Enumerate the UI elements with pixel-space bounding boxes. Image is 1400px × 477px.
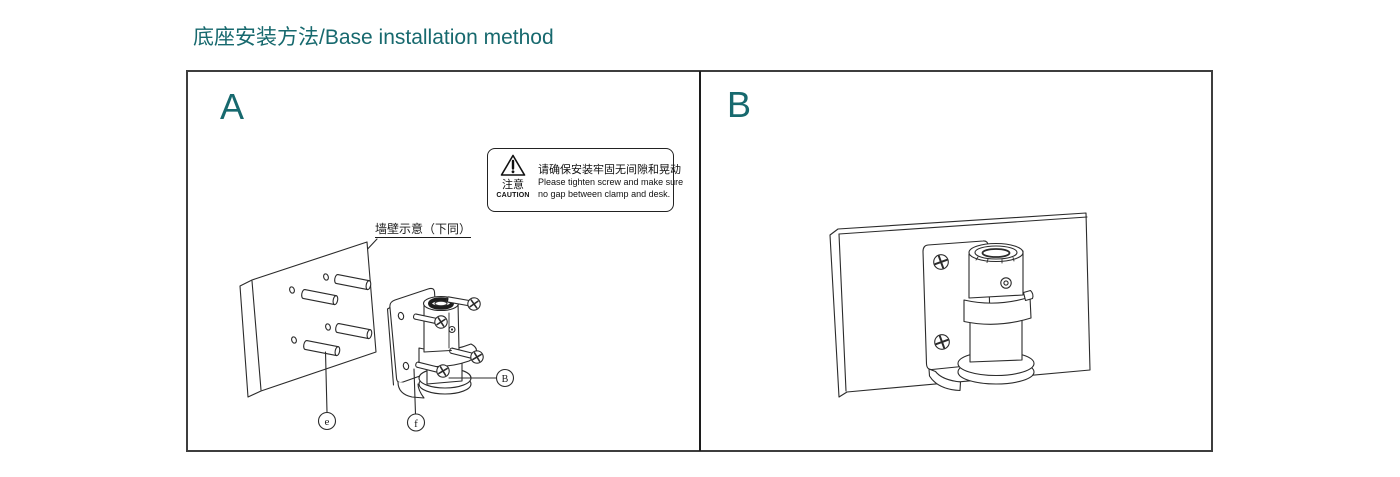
callout-b-letter: B: [502, 374, 509, 385]
callout-e-letter: e: [325, 416, 330, 428]
caution-icon-column: 注意 CAUTION: [495, 154, 531, 208]
callout-e: e: [317, 351, 337, 431]
callout-f: f: [406, 368, 426, 432]
wall-note: 墙壁示意（下同）: [375, 222, 472, 238]
callout-f-letter: f: [414, 418, 418, 430]
callout-b: B: [448, 368, 515, 388]
caution-label: 注意 CAUTION 请确保安装牢固无间隙和晃动 Please tighten …: [487, 148, 683, 212]
page-title: 底座安装方法/Base installation method: [193, 26, 554, 49]
caution-text-column: 请确保安装牢固无间隙和晃动 Please tighten screw and m…: [538, 154, 683, 208]
base-assembly-b: [928, 242, 1035, 392]
exploded-view-drawing-a: e f B: [239, 238, 515, 432]
caution-zh-label: 注意: [502, 179, 524, 191]
panel-divider: [699, 71, 701, 451]
caution-en-label: CAUTION: [496, 192, 530, 199]
wall-board: [239, 241, 377, 398]
assembled-view-drawing-b: [829, 212, 1091, 398]
caution-line-en1: Please tighten screw and make sure: [538, 177, 684, 187]
panel-b-label: B: [727, 84, 752, 125]
plate-screw-top: [933, 254, 949, 270]
caution-line-en2: no gap between clamp and desk.: [538, 188, 671, 199]
plate-screw-bottom: [934, 334, 950, 350]
caution-line-zh: 请确保安装牢固无间隙和晃动: [538, 164, 681, 176]
warning-triangle-icon: [500, 154, 526, 176]
panel-a-label: A: [220, 86, 245, 127]
